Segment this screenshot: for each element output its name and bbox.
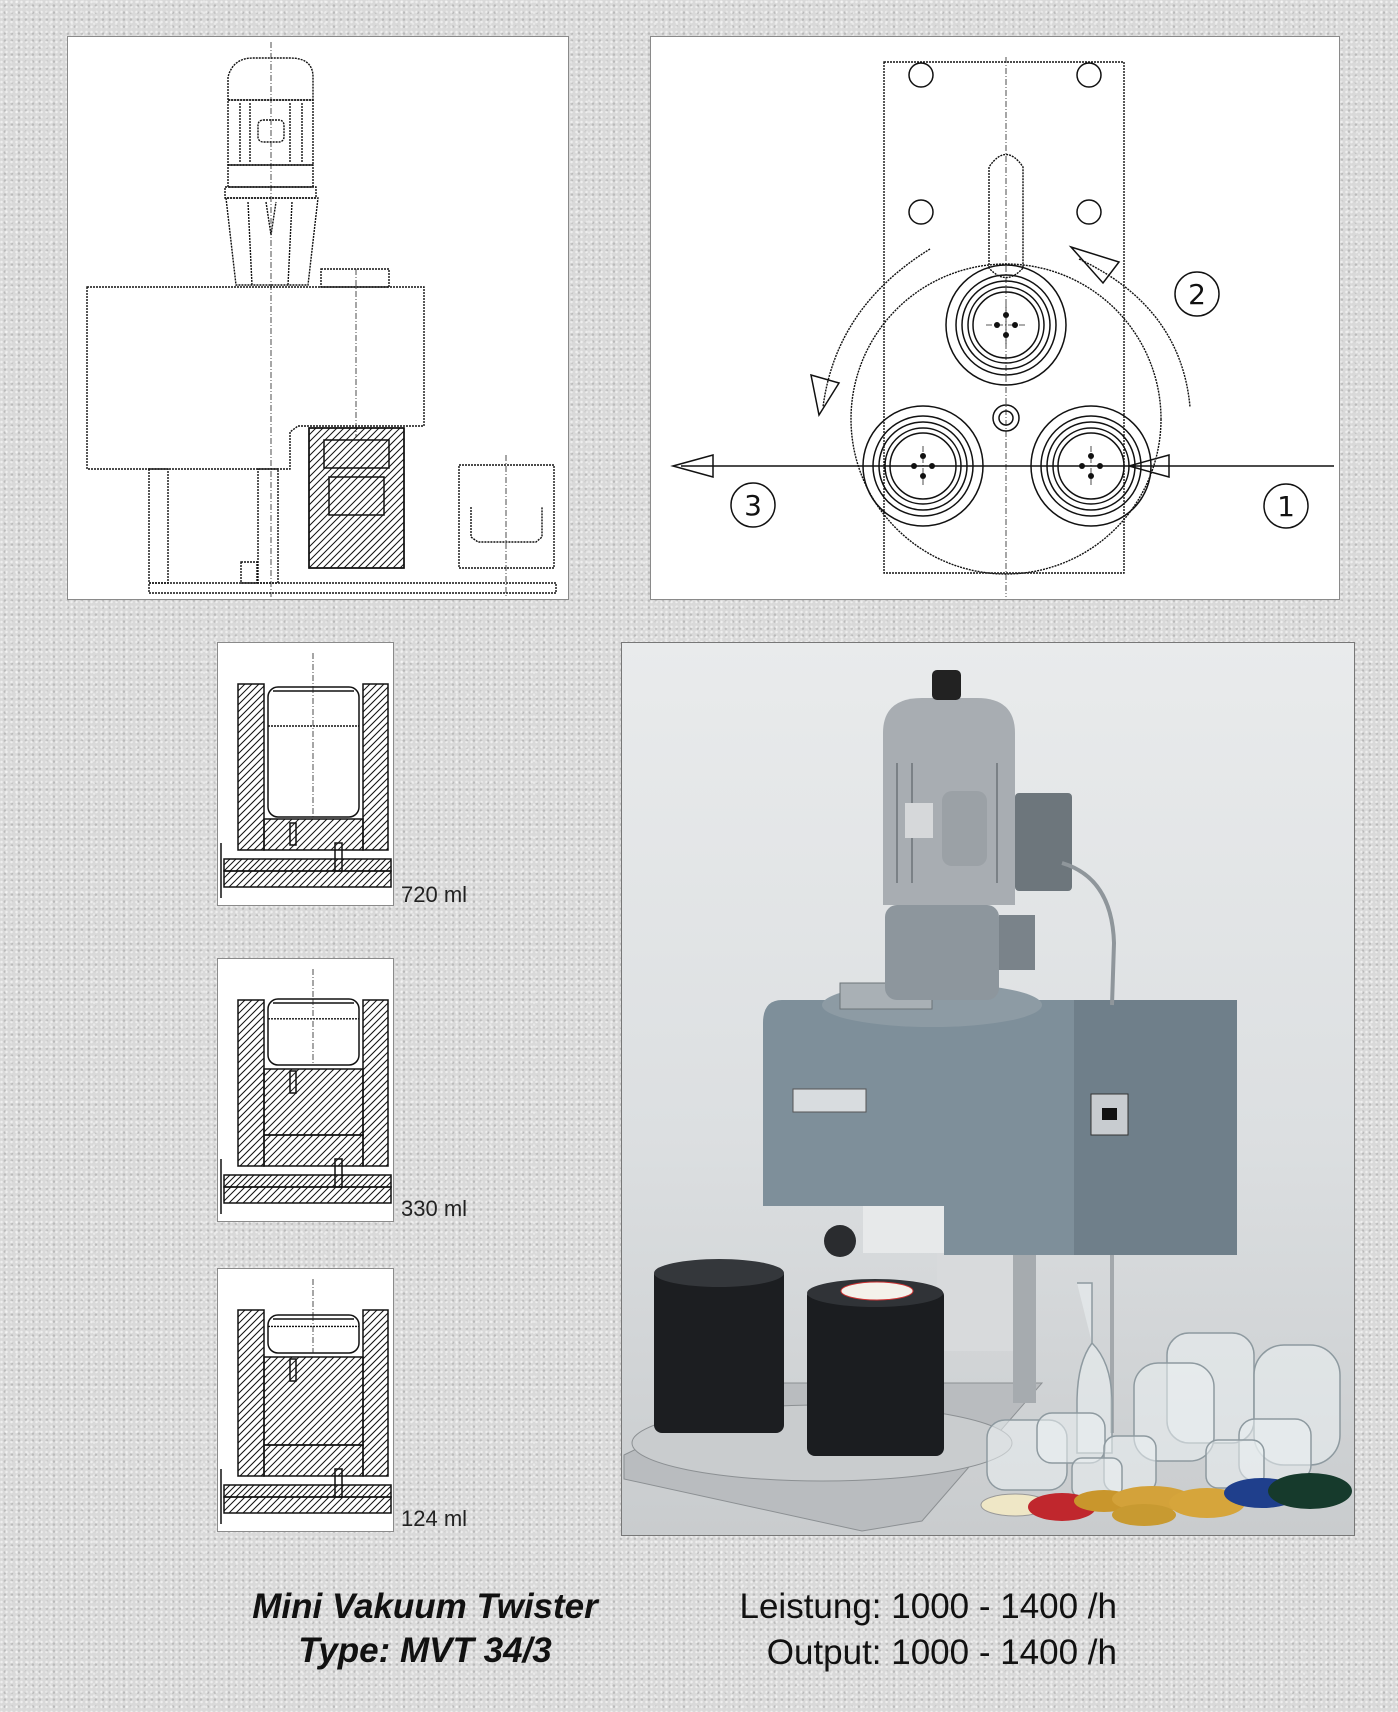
cable bbox=[1061, 861, 1117, 1006]
chuck-drawing-720 bbox=[217, 642, 394, 906]
chuck-svg bbox=[220, 1279, 392, 1524]
chuck-svg bbox=[220, 653, 392, 898]
rotation-arc-right bbox=[1078, 258, 1191, 408]
jar-outline bbox=[267, 998, 360, 1066]
motor-knob bbox=[932, 670, 961, 700]
height-insert bbox=[263, 1068, 364, 1136]
rotation-arrow-left bbox=[810, 373, 841, 417]
jar-lid bbox=[840, 1281, 914, 1301]
terminal-box bbox=[1015, 793, 1072, 891]
guide-slot bbox=[988, 153, 1024, 279]
chuck-hatch bbox=[308, 427, 405, 569]
housing-front bbox=[763, 1000, 1074, 1255]
machine-photo-svg bbox=[623, 670, 1352, 1532]
cylinder-left bbox=[654, 1267, 784, 1433]
motor-flange bbox=[227, 164, 314, 188]
holder-base bbox=[263, 1444, 364, 1477]
base-plate-lower bbox=[223, 870, 392, 888]
jar-caps bbox=[980, 1473, 1352, 1526]
svg-text:1: 1 bbox=[1277, 490, 1295, 523]
pressure-gauge bbox=[824, 1225, 856, 1257]
base-plate-upper bbox=[223, 1484, 392, 1498]
chuck-drawing-330 bbox=[217, 958, 394, 1222]
chuck-label-720: 720 ml bbox=[401, 882, 468, 907]
chuck-drawing-124 bbox=[217, 1268, 394, 1532]
chuck-label-330: 330 ml bbox=[401, 1196, 468, 1221]
column-left bbox=[148, 468, 169, 584]
main-housing bbox=[86, 286, 425, 470]
chuck-svg bbox=[220, 969, 392, 1214]
turret-disc bbox=[850, 263, 1162, 575]
gear-cone bbox=[225, 197, 319, 286]
base-plate-upper bbox=[223, 858, 392, 872]
gearbox bbox=[885, 905, 999, 1000]
base-plate bbox=[148, 582, 557, 594]
holder-wall-left bbox=[237, 999, 265, 1167]
machine-photo bbox=[621, 642, 1355, 1536]
column bbox=[1013, 1243, 1036, 1403]
product-title: Mini Vakuum Twister bbox=[252, 1587, 598, 1626]
svg-text:3: 3 bbox=[744, 489, 762, 522]
holder-base bbox=[263, 1134, 364, 1167]
housing-side bbox=[1074, 1000, 1237, 1255]
top-box bbox=[320, 268, 390, 288]
column-mid bbox=[257, 468, 279, 584]
nameplate bbox=[792, 1088, 867, 1113]
cylinder-right bbox=[807, 1288, 944, 1456]
product-type: Type: MVT 34/3 bbox=[298, 1631, 552, 1670]
exit-arrow bbox=[670, 454, 714, 478]
base-plate-upper bbox=[223, 1174, 392, 1188]
top-view-drawing: 1 2 3 bbox=[650, 36, 1340, 600]
holder-wall-right bbox=[362, 999, 389, 1167]
svg-text:2: 2 bbox=[1188, 278, 1206, 311]
chuck-label-124: 124 ml bbox=[401, 1506, 468, 1531]
station-2-label: 2 bbox=[1174, 271, 1220, 317]
holder-wall-left bbox=[237, 683, 265, 851]
main-switch bbox=[1090, 1093, 1129, 1136]
height-insert bbox=[263, 1356, 364, 1446]
base-plate-lower bbox=[223, 1186, 392, 1204]
jar-outline bbox=[458, 464, 555, 569]
top-view-svg: 1 2 3 bbox=[670, 57, 1334, 597]
jar-outline bbox=[267, 686, 360, 818]
base-plate-lower bbox=[223, 1496, 392, 1514]
chuck-pocket bbox=[945, 264, 1067, 386]
holder-wall-left bbox=[237, 1309, 265, 1477]
station-3-label: 3 bbox=[730, 482, 776, 528]
side-view-svg bbox=[86, 42, 557, 597]
holder-base bbox=[263, 818, 364, 851]
entry-arrow bbox=[1126, 454, 1170, 478]
spec-output: Output: 1000 - 1400 /h bbox=[766, 1633, 1117, 1672]
spec-leistung: Leistung: 1000 - 1400 /h bbox=[739, 1587, 1117, 1626]
holder-wall-right bbox=[362, 1309, 389, 1477]
station-1-label: 1 bbox=[1263, 483, 1309, 529]
mounting-plate bbox=[883, 61, 1125, 574]
motor-body bbox=[227, 99, 314, 166]
bolt-holes bbox=[908, 62, 1102, 225]
side-view-drawing bbox=[67, 36, 569, 600]
holder-wall-right bbox=[362, 683, 389, 851]
motor-cap bbox=[227, 57, 314, 101]
rotation-arrow-right bbox=[1068, 245, 1121, 285]
jar-outline bbox=[267, 1314, 360, 1354]
glass-jars bbox=[986, 1282, 1341, 1499]
